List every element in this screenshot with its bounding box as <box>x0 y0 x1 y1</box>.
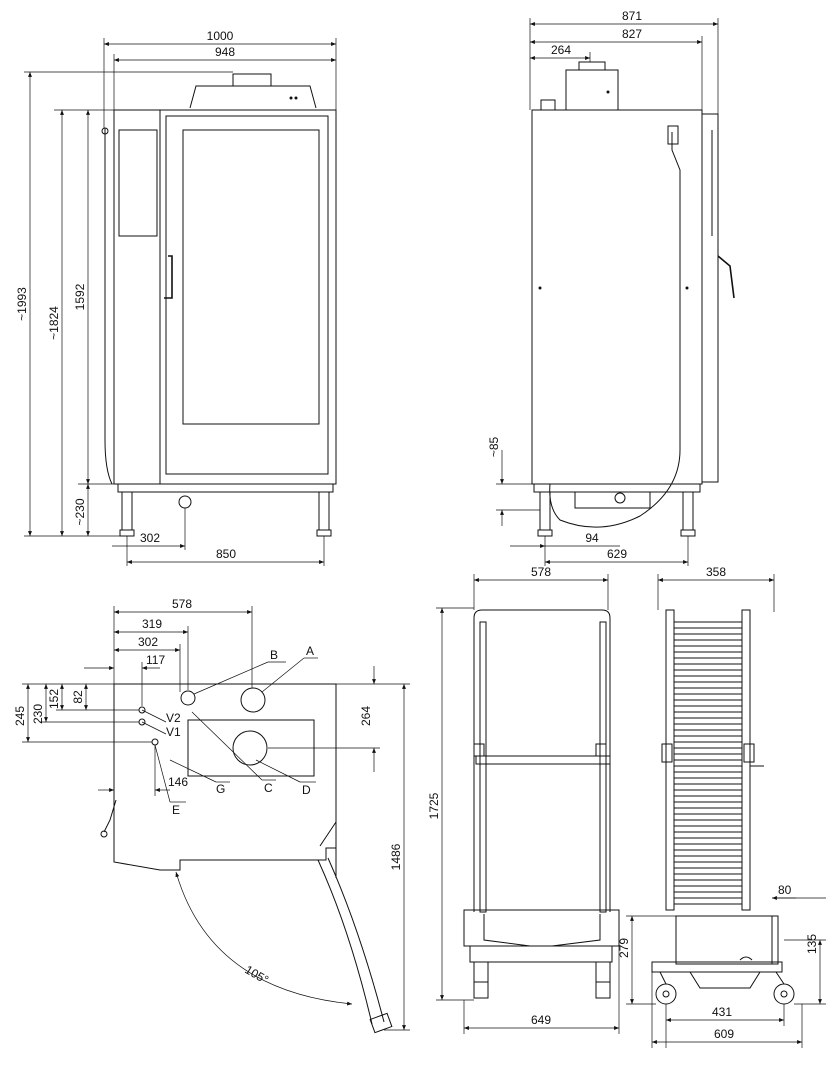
dim-top-146: 146 <box>168 775 188 789</box>
dim-front-width-body: 948 <box>215 45 235 59</box>
rack-slat <box>673 897 743 905</box>
top-label-g: G <box>216 782 225 796</box>
front-view: 1000 948 ~1993 ~1824 1592 ~230 302 850 <box>15 29 337 566</box>
rack-slat <box>673 789 743 797</box>
dim-trolley-side-80: 80 <box>778 883 792 897</box>
dim-front-leg-height: ~230 <box>73 498 87 525</box>
rack-slat <box>673 777 743 785</box>
rack-slat <box>673 849 743 857</box>
dim-trolley-side-base-height: 279 <box>617 938 631 958</box>
top-label-v1: V1 <box>166 725 181 739</box>
rack-slat <box>673 717 743 725</box>
dim-trolley-side-135: 135 <box>805 934 819 954</box>
dim-top-1486: 1486 <box>389 843 403 870</box>
rack-slat <box>673 633 743 641</box>
rack-slat <box>673 837 743 845</box>
dim-side-drain-offset: 94 <box>585 531 599 545</box>
rack-slat <box>673 705 743 713</box>
dim-top-245: 245 <box>13 706 27 726</box>
top-label-d: D <box>302 783 311 797</box>
rack-slat <box>673 693 743 701</box>
top-label-a: A <box>306 644 314 658</box>
rack-slat <box>673 753 743 761</box>
top-label-v2: V2 <box>166 711 181 725</box>
dim-top-302: 302 <box>138 635 158 649</box>
rack-slat <box>673 765 743 773</box>
trolley-front-view: 578 1725 649 <box>427 565 620 1034</box>
dim-top-152: 152 <box>47 689 61 709</box>
rack-slat <box>673 681 743 689</box>
dim-trolley-side-depth-bottom: 609 <box>714 1027 734 1041</box>
dim-front-leg-span: 850 <box>216 547 236 561</box>
trolley-rack-slats <box>673 621 743 905</box>
dim-trolley-side-wheel-span: 431 <box>712 1005 732 1019</box>
rack-slat <box>673 645 743 653</box>
top-label-e: E <box>172 803 180 817</box>
dim-top-319: 319 <box>142 617 162 631</box>
dim-front-height-door: 1592 <box>73 283 87 310</box>
dim-top-117: 117 <box>146 653 165 667</box>
dim-side-leg-depth: 629 <box>607 547 627 561</box>
dim-side-depth-overall: 871 <box>622 9 642 23</box>
dim-trolley-side-depth-top: 358 <box>706 565 726 579</box>
rack-slat <box>673 657 743 665</box>
dim-side-foot-height: ~85 <box>487 436 501 457</box>
rack-slat <box>673 669 743 677</box>
dim-front-leg-offset: 302 <box>140 531 160 545</box>
rack-slat <box>673 729 743 737</box>
rack-slat <box>673 861 743 869</box>
dim-front-height-body: ~1824 <box>47 306 61 340</box>
dim-front-height-overall: ~1993 <box>15 287 29 321</box>
dim-side-depth-body: 827 <box>622 27 642 41</box>
top-label-b: B <box>270 648 278 662</box>
dim-trolley-front-width-bottom: 649 <box>531 1013 551 1027</box>
rack-slat <box>673 825 743 833</box>
dim-trolley-front-width-top: 578 <box>531 565 551 579</box>
rack-slat <box>673 885 743 893</box>
dim-front-width-overall: 1000 <box>207 29 234 43</box>
top-door-angle: 105° <box>243 962 272 987</box>
rack-slat <box>673 873 743 881</box>
trolley-side-view: 358 80 279 135 431 609 <box>617 565 826 1048</box>
rack-slat <box>673 741 743 749</box>
rack-slat <box>673 801 743 809</box>
side-view: 871 827 264 ~85 94 629 <box>487 9 735 566</box>
dim-top-82: 82 <box>71 690 85 704</box>
dim-top-264: 264 <box>359 706 373 726</box>
dim-top-230: 230 <box>31 704 45 724</box>
rack-slat <box>673 621 743 629</box>
dim-side-flue-offset: 264 <box>551 43 571 57</box>
dim-trolley-front-height: 1725 <box>427 792 441 819</box>
dim-top-578: 578 <box>172 597 192 611</box>
top-label-c: C <box>264 781 273 795</box>
rack-slat <box>673 813 743 821</box>
top-view: 105° 578 319 302 117 245 230 152 82 <box>13 597 410 1034</box>
